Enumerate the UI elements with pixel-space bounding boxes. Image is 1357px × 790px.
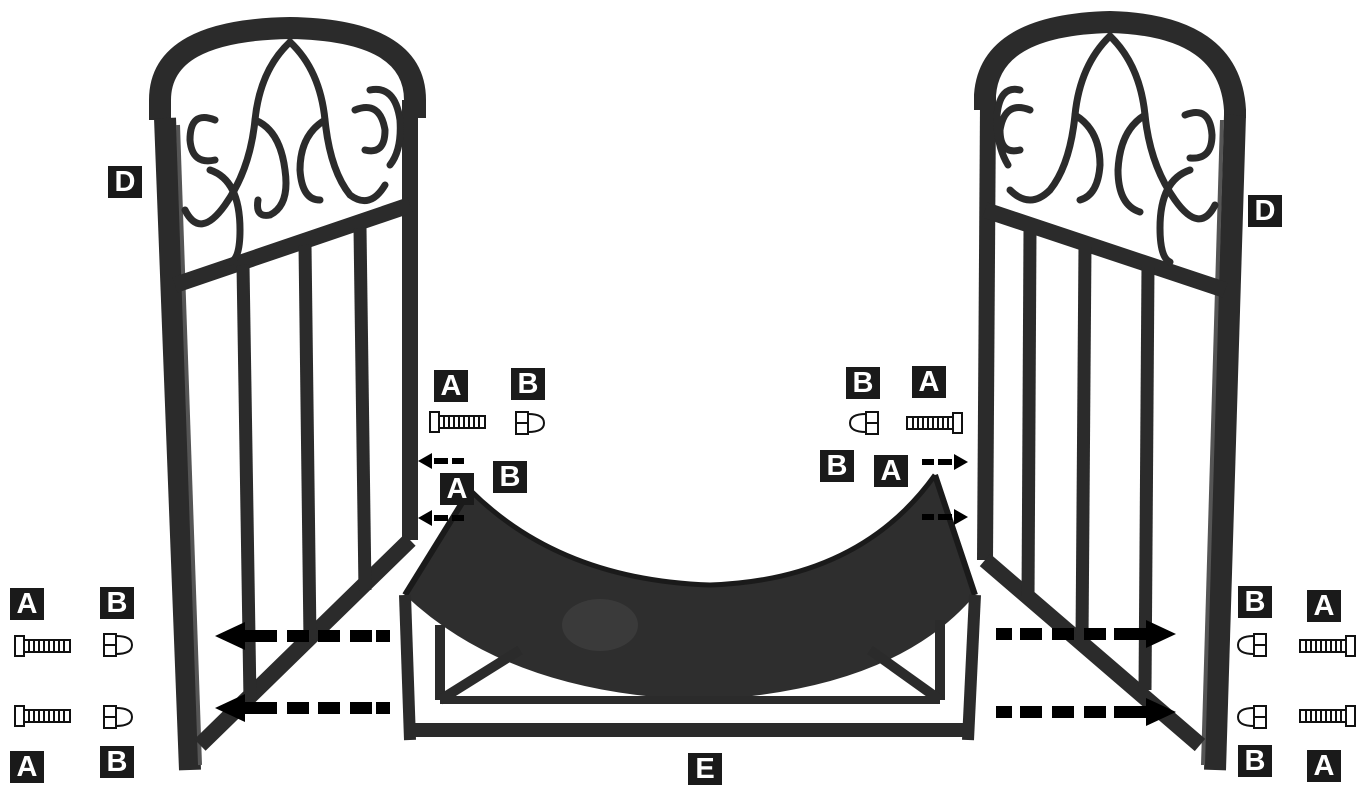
nut-label: B bbox=[100, 746, 134, 778]
nut-label: B bbox=[820, 450, 854, 482]
nut-label: B bbox=[846, 367, 880, 399]
base-rack bbox=[405, 475, 975, 740]
bolt-label: A bbox=[10, 588, 44, 620]
acorn-nut-icon bbox=[850, 412, 878, 434]
acorn-nut-icon bbox=[104, 706, 132, 728]
hex-bolt-icon bbox=[430, 412, 485, 432]
bolt-label: A bbox=[434, 370, 468, 402]
right-side-panel bbox=[985, 22, 1235, 770]
acorn-nut-icon bbox=[516, 412, 544, 434]
nut-label: B bbox=[1238, 586, 1272, 618]
bolt-label: A bbox=[874, 455, 908, 487]
dashed-arrow-icon bbox=[418, 453, 464, 469]
bolt-label: A bbox=[440, 473, 474, 505]
hex-bolt-icon bbox=[15, 636, 70, 656]
bolt-label: A bbox=[1307, 590, 1341, 622]
hex-bolt-icon bbox=[907, 413, 962, 433]
base-label: E bbox=[688, 753, 722, 785]
nut-label: B bbox=[1238, 745, 1272, 777]
bolt-label: A bbox=[1307, 750, 1341, 782]
dashed-arrow-icon bbox=[996, 698, 1176, 726]
panel-label-right: D bbox=[1248, 195, 1282, 227]
bolt-label: A bbox=[10, 751, 44, 783]
hex-bolt-icon bbox=[15, 706, 70, 726]
nut-label: B bbox=[493, 461, 527, 493]
hex-bolt-icon bbox=[1300, 636, 1355, 656]
acorn-nut-icon bbox=[104, 634, 132, 656]
panel-label-left: D bbox=[108, 166, 142, 198]
dashed-arrow-icon bbox=[922, 454, 968, 470]
acorn-nut-icon bbox=[1238, 706, 1266, 728]
dashed-arrow-icon bbox=[215, 694, 390, 722]
left-side-panel bbox=[160, 28, 415, 770]
nut-label: B bbox=[511, 368, 545, 400]
nut-label: B bbox=[100, 587, 134, 619]
hex-bolt-icon bbox=[1300, 706, 1355, 726]
bolt-label: A bbox=[912, 366, 946, 398]
acorn-nut-icon bbox=[1238, 634, 1266, 656]
